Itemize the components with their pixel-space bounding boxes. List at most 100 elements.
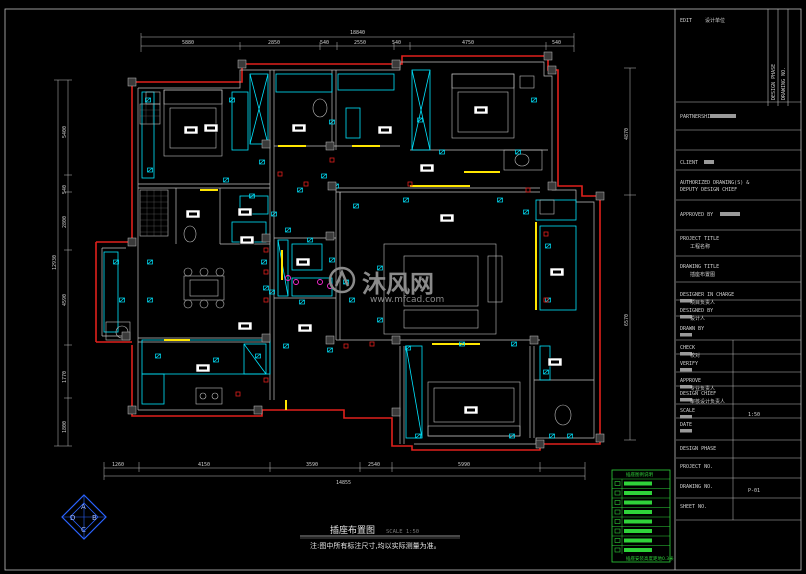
- tb-label: CHECK: [680, 345, 695, 351]
- socket-symbol: [515, 149, 521, 155]
- column: [127, 77, 137, 87]
- socket-symbol: [307, 237, 313, 243]
- red-socket-symbol: [235, 391, 241, 397]
- column: [595, 433, 605, 443]
- socket-symbol: [147, 259, 153, 265]
- tb-vertical-label: DRAWING NO.: [781, 67, 787, 100]
- socket-symbol: [229, 97, 235, 103]
- socket-symbol: [509, 433, 515, 439]
- legend-entry-bar: [624, 481, 652, 486]
- dim-left-segment: 540: [62, 185, 68, 194]
- socket-symbol: [113, 259, 119, 265]
- dim-top-segment: 2550: [354, 40, 366, 46]
- magenta-socket-symbol: [293, 279, 299, 285]
- socket-symbol: [543, 369, 549, 375]
- legend-symbol: [614, 519, 621, 524]
- socket-symbol: [545, 243, 551, 249]
- tb-value: 设计人: [690, 315, 705, 322]
- socket-symbol: [329, 119, 335, 125]
- legend-entry-bar: [624, 529, 652, 533]
- dim-left-total: 12930: [52, 255, 58, 270]
- column: [391, 407, 401, 417]
- dim-top-segment: 5880: [182, 40, 194, 46]
- socket-symbol: [145, 97, 151, 103]
- socket-symbol: [439, 149, 445, 155]
- column: [325, 231, 335, 241]
- column: [325, 335, 335, 345]
- structural-columns: [121, 51, 605, 449]
- tb-label: EDIT: [680, 18, 692, 24]
- tb-label: DESIGNER IN CHARGE: [680, 292, 734, 298]
- dim-bottom-segment: 1260: [112, 462, 124, 468]
- column: [543, 51, 553, 61]
- dim-right-segment: 4870: [624, 128, 630, 140]
- sofa-set: [383, 243, 497, 335]
- legend-entry-bar: [624, 500, 652, 505]
- red-socket-symbol: [263, 269, 269, 275]
- column: [261, 333, 271, 343]
- red-socket-symbol: [303, 181, 309, 187]
- tb-value: 专业负责人: [690, 385, 715, 392]
- tb-label: VERIFY: [680, 361, 698, 367]
- red-socket-symbol: [329, 157, 335, 163]
- column: [121, 331, 131, 341]
- windows: [164, 145, 537, 410]
- socket-symbol: [567, 433, 573, 439]
- dim-top-segment: 4750: [462, 40, 474, 46]
- tb-label: AUTHORIZED DRAWING(S) &: [680, 180, 749, 186]
- column: [547, 181, 557, 191]
- socket-symbol: [377, 265, 383, 271]
- tb-vertical-label: DESIGN PHASE: [771, 64, 777, 100]
- exterior-walls: [95, 55, 601, 451]
- drawing-scale: SCALE 1:50: [386, 529, 419, 535]
- column: [595, 191, 605, 201]
- sheet-border: [4, 8, 802, 571]
- tb-label: SHEET NO.: [680, 504, 707, 510]
- legend-entry-bar: [624, 519, 652, 524]
- red-socket-symbol: [407, 181, 413, 187]
- socket-symbol: [531, 97, 537, 103]
- tb-value: 设计单位: [705, 17, 725, 24]
- socket-symbol: [255, 353, 261, 359]
- tb-label: DRAWING TITLE: [680, 264, 719, 270]
- socket-symbol: [223, 177, 229, 183]
- tb-label: APPROVED BY: [680, 212, 713, 218]
- dim-top-total: 18840: [350, 30, 365, 36]
- legend-title: 插座图例说明: [626, 471, 653, 478]
- red-socket-symbol: [263, 247, 269, 253]
- socket-symbol: [283, 343, 289, 349]
- dim-top-segment: 2850: [268, 40, 280, 46]
- tb-label: APPROVE: [680, 378, 701, 384]
- dim-bottom-segment: 4150: [198, 462, 210, 468]
- column: [547, 65, 557, 75]
- column: [237, 59, 247, 69]
- socket-symbol: [147, 167, 153, 173]
- socket-symbol: [271, 211, 277, 217]
- tb-label: PROJECT TITLE: [680, 236, 719, 242]
- socket-symbol: [147, 297, 153, 303]
- compass-letter-d: D: [70, 514, 75, 522]
- tb-label: DEPUTY DESIGN CHIEF: [680, 187, 737, 193]
- socket-symbol: [263, 285, 269, 291]
- tb-label: CLIENT: [680, 160, 698, 166]
- legend-symbol: [614, 500, 621, 505]
- socket-symbol: [523, 209, 529, 215]
- socket-symbol: [353, 203, 359, 209]
- socket-symbol: [213, 357, 219, 363]
- legend-footer: 插座安装高度距地0.3米: [626, 555, 674, 562]
- legend-entry-bar: [624, 491, 652, 495]
- legend-symbol: [614, 509, 621, 515]
- red-socket-symbol: [277, 171, 283, 177]
- magenta-socket-symbol: [285, 275, 291, 281]
- red-socket-symbol: [343, 343, 349, 349]
- tb-value: 项目负责人: [690, 299, 715, 306]
- column: [325, 141, 335, 151]
- red-socket-symbol: [369, 341, 375, 347]
- tb-label: DATE: [680, 422, 692, 428]
- socket-symbol: [259, 159, 265, 165]
- red-socket-symbol: [543, 297, 549, 303]
- socket-symbol: [417, 117, 423, 123]
